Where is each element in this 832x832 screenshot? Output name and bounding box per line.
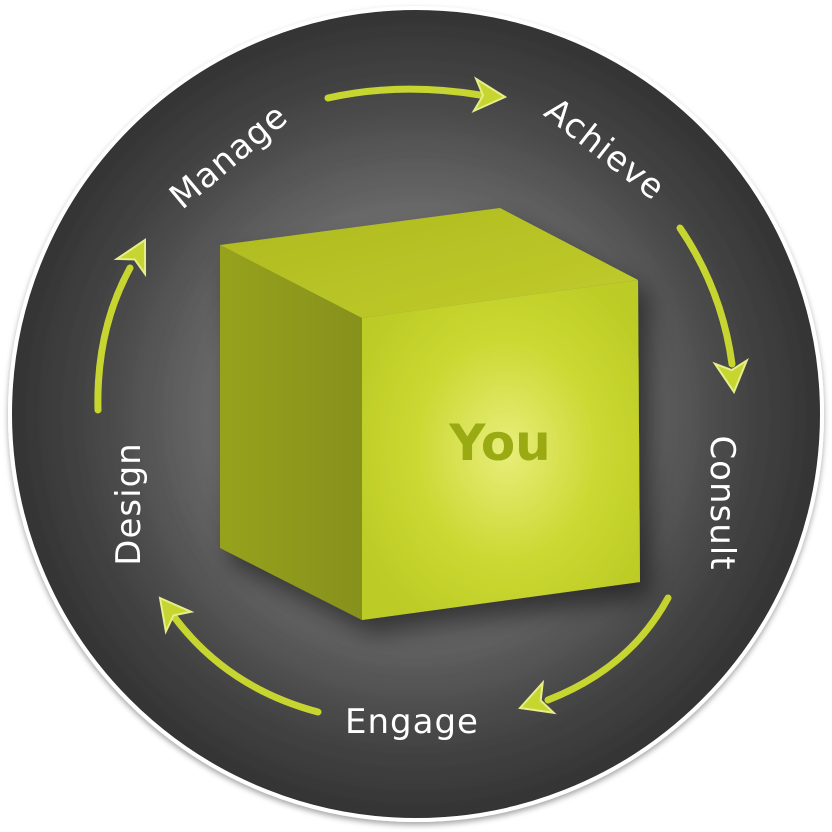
cube-top-face	[220, 208, 638, 318]
stage-label-design: Design	[109, 442, 149, 565]
cube-side-face	[220, 245, 362, 620]
stage-label-engage: Engage	[345, 702, 479, 742]
stage-label-consult: Consult	[702, 435, 742, 570]
arrow-achieve-to-consult	[676, 224, 736, 368]
arrow-design-to-manage	[94, 264, 134, 414]
center-cube	[220, 208, 640, 620]
center-label: You	[448, 414, 551, 472]
arrow-manage-to-achieve	[324, 85, 484, 102]
arrow-consult-to-engage	[544, 594, 672, 704]
cube-front-face	[362, 280, 640, 620]
arrow-engage-to-design	[171, 614, 322, 716]
cycle-arrows	[94, 85, 736, 716]
